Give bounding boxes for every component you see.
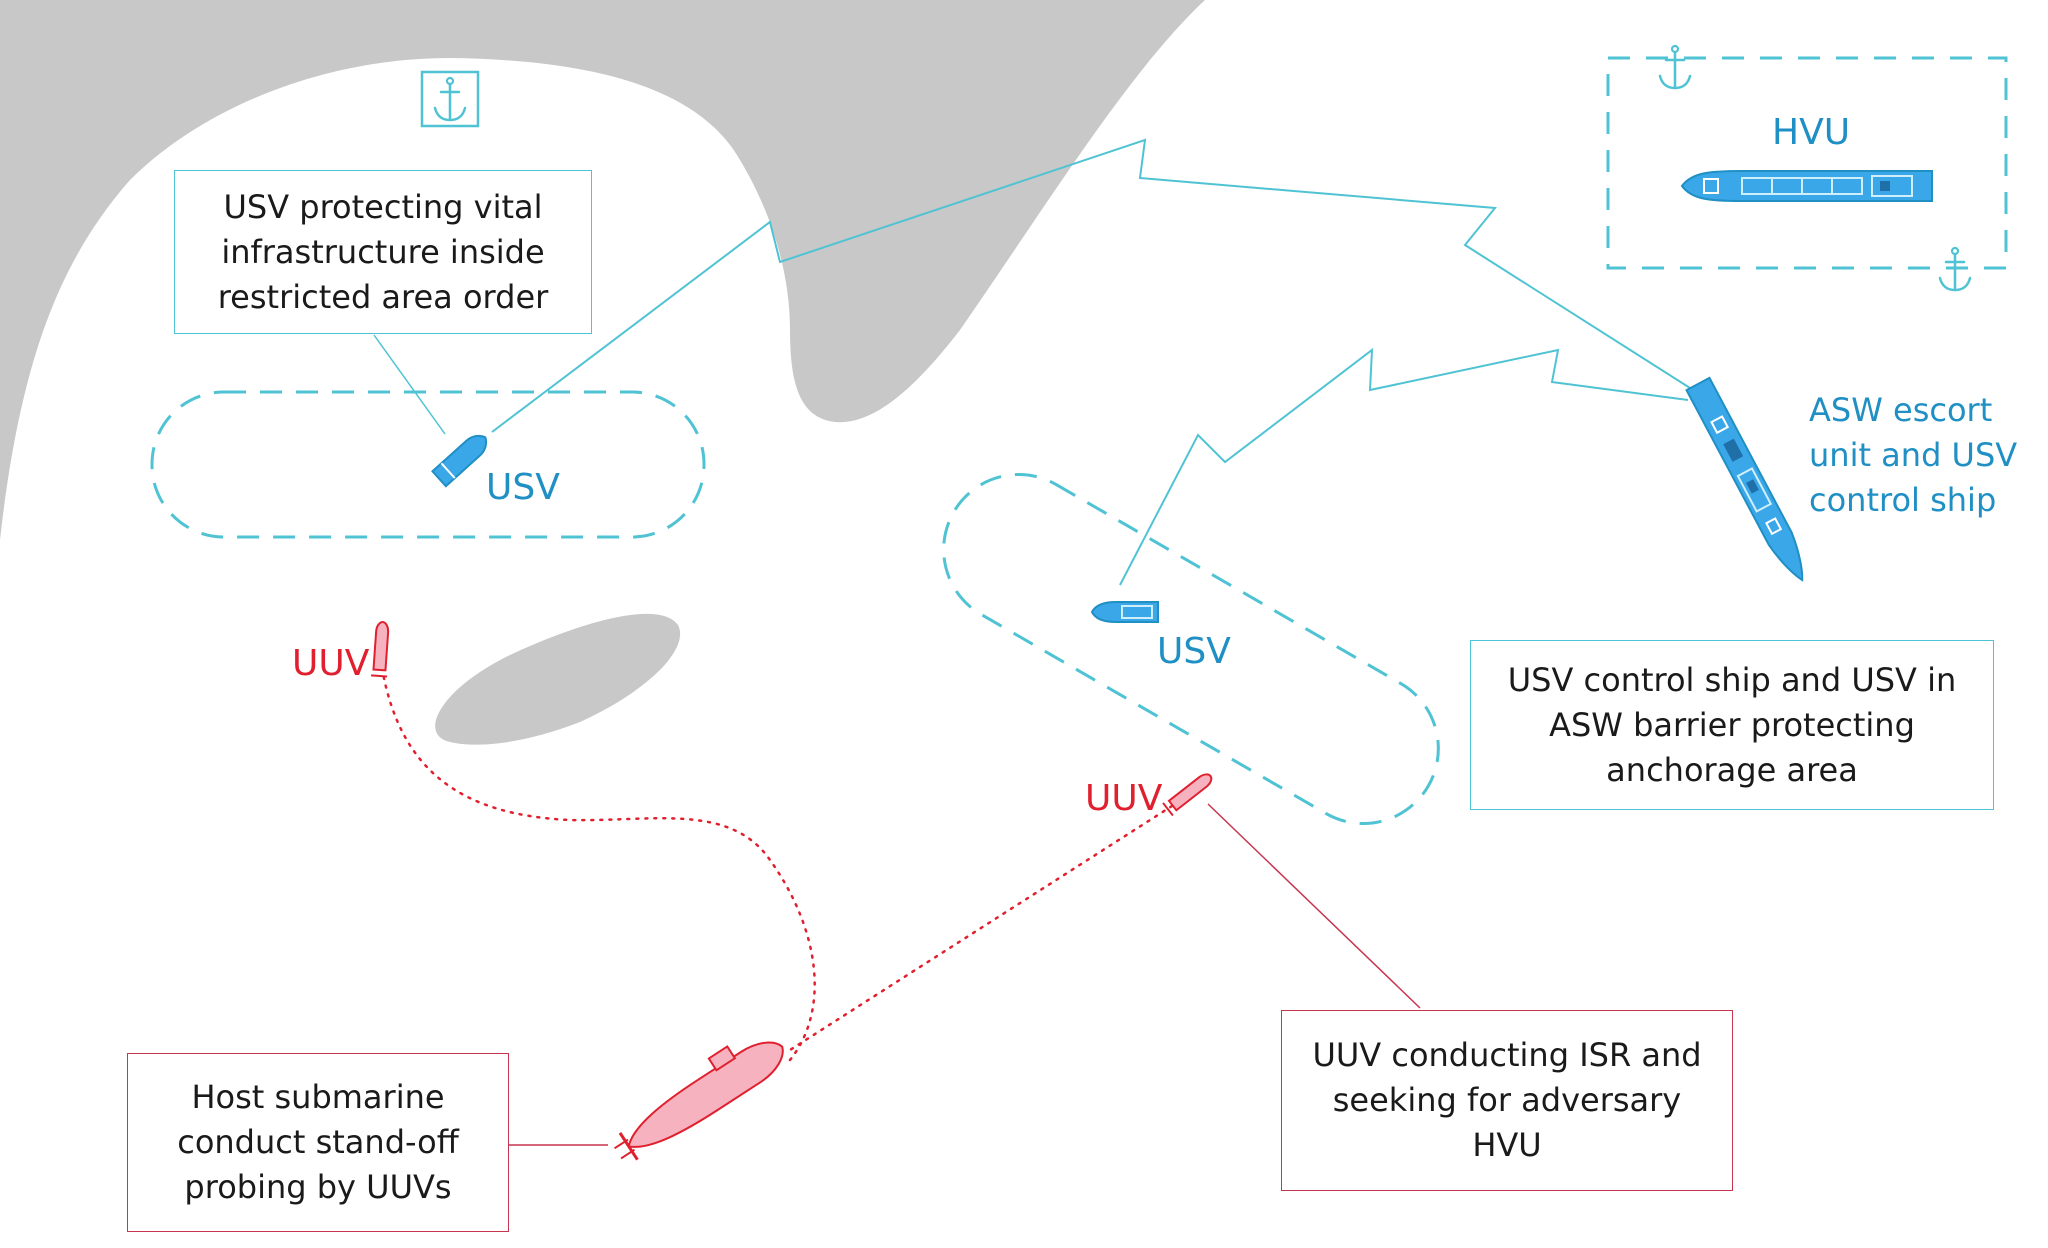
submarine-label-text: Host submarine conduct stand-off probing… (177, 1078, 459, 1206)
escort-ship-icon (1685, 376, 1804, 582)
island (435, 613, 681, 745)
usv-label-barrier: USV (1157, 631, 1231, 672)
anchor-icon-infrastructure (420, 70, 480, 128)
infrastructure-label-text: USV protecting vital infrastructure insi… (217, 187, 549, 316)
barrier-label-box: USV control ship and USV in ASW barrier … (1470, 640, 1994, 810)
leader-line-infrastructure (373, 334, 446, 435)
hvu-label: HVU (1772, 112, 1851, 153)
usv-icon-barrier (1090, 601, 1159, 623)
usv-patrol-area-barrier (942, 473, 1440, 825)
hvu-ship-icon (1680, 170, 1933, 202)
uuv-label-right: UUV (1085, 778, 1163, 819)
uuv-icon-left (370, 621, 390, 678)
infrastructure-label-box: USV protecting vital infrastructure insi… (174, 170, 592, 334)
host-submarine-icon (613, 1041, 784, 1161)
uuv-icon-right (1162, 773, 1213, 817)
escort-note-text: ASW escort unit and USV control ship (1809, 391, 2018, 519)
isr-label-text: UUV conducting ISR and seeking for adver… (1312, 1036, 1702, 1164)
barrier-label-text: USV control ship and USV in ASW barrier … (1507, 660, 1957, 789)
escort-note: ASW escort unit and USV control ship (1809, 388, 2033, 523)
submarine-label-box: Host submarine conduct stand-off probing… (127, 1053, 509, 1232)
mainland (0, 0, 1205, 540)
uuv-label-left: UUV (292, 643, 370, 684)
usv-patrol-area-infrastructure (150, 390, 706, 539)
hvu-anchorage-area (1606, 56, 2008, 270)
comm-link-infrastructure-usv (491, 138, 1691, 433)
uuv-track-right (788, 804, 1174, 1052)
anchor-icon-hvu-top (1658, 44, 1692, 90)
uuv-track-left (380, 666, 816, 1062)
usv-label-infrastructure: USV (486, 467, 560, 508)
comm-link-barrier-usv (1119, 347, 1689, 586)
usv-icon-infrastructure (431, 434, 488, 488)
isr-label-box: UUV conducting ISR and seeking for adver… (1281, 1010, 1733, 1191)
leader-line-isr (1207, 803, 1421, 1009)
